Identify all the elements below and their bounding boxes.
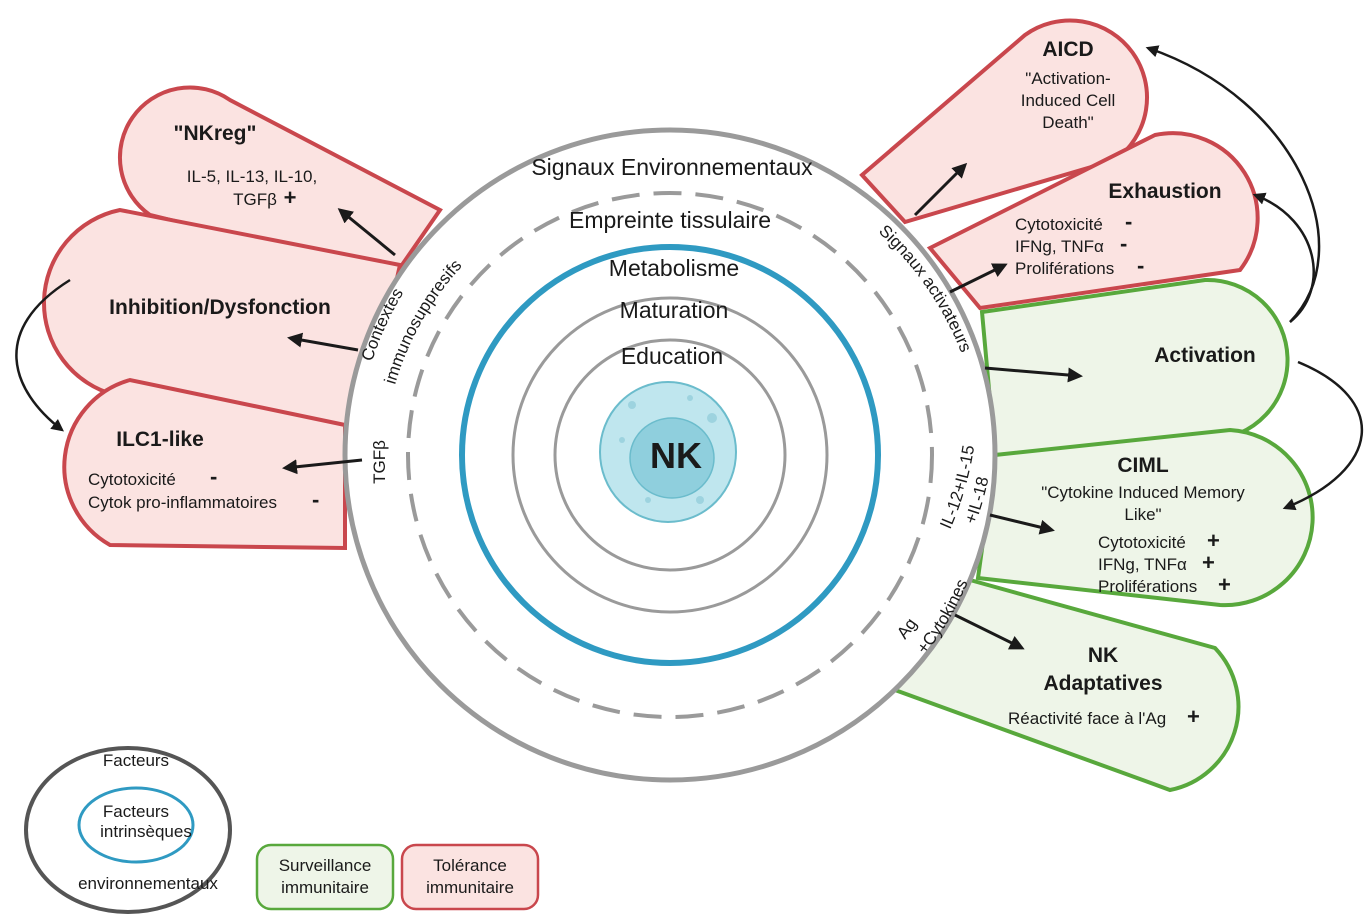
inhibition-title: Inhibition/Dysfonction	[109, 296, 331, 319]
ciml-line1: Cytotoxicité	[1098, 533, 1186, 552]
legend-inner-ellipse	[77, 786, 195, 864]
legend-tolerance-2: immunitaire	[426, 878, 514, 897]
label-education: Education	[621, 343, 723, 369]
label-tissue: Empreinte tissulaire	[569, 207, 771, 233]
petal-ciml	[975, 427, 1315, 608]
activation-title: Activation	[1154, 344, 1256, 367]
petal-ilc1	[62, 377, 347, 551]
ciml-sign1: +	[1207, 528, 1220, 553]
exhaustion-sign2: -	[1120, 231, 1127, 256]
legend-outer-label-bottom: environnementaux	[78, 874, 218, 893]
legend-inner-label-2: intrinsèques	[100, 822, 192, 841]
legend-surveillance-1: Surveillance	[279, 856, 372, 875]
adaptive-sign: +	[1187, 704, 1200, 729]
ilc1-title: ILC1-like	[116, 428, 204, 451]
nkreg-line2: TGFβ	[233, 190, 277, 209]
adaptive-title2: Adaptatives	[1043, 672, 1162, 695]
signal-tgfb: TGFβ	[370, 440, 389, 484]
nkreg-title: "NKreg"	[174, 122, 257, 145]
aicd-title: AICD	[1042, 38, 1093, 61]
aicd-line3: Death"	[1042, 113, 1093, 132]
ring-tissue	[406, 191, 934, 719]
ciml-sign2: +	[1202, 550, 1215, 575]
exhaustion-sign1: -	[1125, 209, 1132, 234]
petal-adaptive	[891, 577, 1241, 793]
label-maturation: Maturation	[620, 297, 729, 323]
nk-label: NK	[650, 435, 702, 476]
ring-maturation	[511, 296, 829, 614]
legend-inner-label-1: Facteurs	[103, 802, 169, 821]
ciml-line2: IFNg, TNFα	[1098, 555, 1187, 574]
ciml-sub1: "Cytokine Induced Memory	[1041, 483, 1245, 502]
petal-aicd	[859, 18, 1149, 225]
ciml-sign3: +	[1218, 572, 1231, 597]
legend-tolerance-box	[400, 843, 540, 911]
exhaustion-sign3: -	[1137, 253, 1144, 278]
exhaustion-line3: Proliférations	[1015, 259, 1114, 278]
legend-outer-label: Facteurs	[103, 751, 169, 770]
exhaustion-line2: IFNg, TNFα	[1015, 237, 1104, 256]
exhaustion-title: Exhaustion	[1108, 180, 1221, 203]
petal-exhaustion	[926, 131, 1260, 311]
ring-metabolism	[459, 244, 881, 666]
ciml-line3: Proliférations	[1098, 577, 1197, 596]
ring-education	[553, 338, 787, 572]
ilc1-line2: Cytok pro-inflammatoires	[88, 493, 277, 512]
nkreg-sign: +	[284, 185, 297, 210]
legend: Facteurs Facteurs intrinsèques environne…	[24, 746, 540, 914]
label-environmental: Signaux Environnementaux	[531, 154, 813, 180]
adaptive-title1: NK	[1088, 644, 1118, 667]
ilc1-sign2: -	[312, 487, 319, 512]
nkreg-line1: IL-5, IL-13, IL-10,	[187, 167, 317, 186]
label-metabolism: Metabolisme	[609, 255, 739, 281]
legend-surveillance-box	[255, 843, 395, 911]
adaptive-line1: Réactivité face à l'Ag	[1008, 709, 1166, 728]
ciml-title: CIML	[1117, 454, 1168, 477]
aicd-line2: Induced Cell	[1021, 91, 1116, 110]
ilc1-line1: Cytotoxicité	[88, 470, 176, 489]
exhaustion-line1: Cytotoxicité	[1015, 215, 1103, 234]
aicd-line1: "Activation-	[1025, 69, 1110, 88]
nk-cell-icon	[599, 381, 737, 523]
ciml-sub2: Like"	[1124, 505, 1161, 524]
petal-activation	[979, 277, 1290, 458]
legend-tolerance-1: Tolérance	[433, 856, 507, 875]
ilc1-sign1: -	[210, 464, 217, 489]
legend-surveillance-2: immunitaire	[281, 878, 369, 897]
arrows	[15, 45, 1364, 650]
